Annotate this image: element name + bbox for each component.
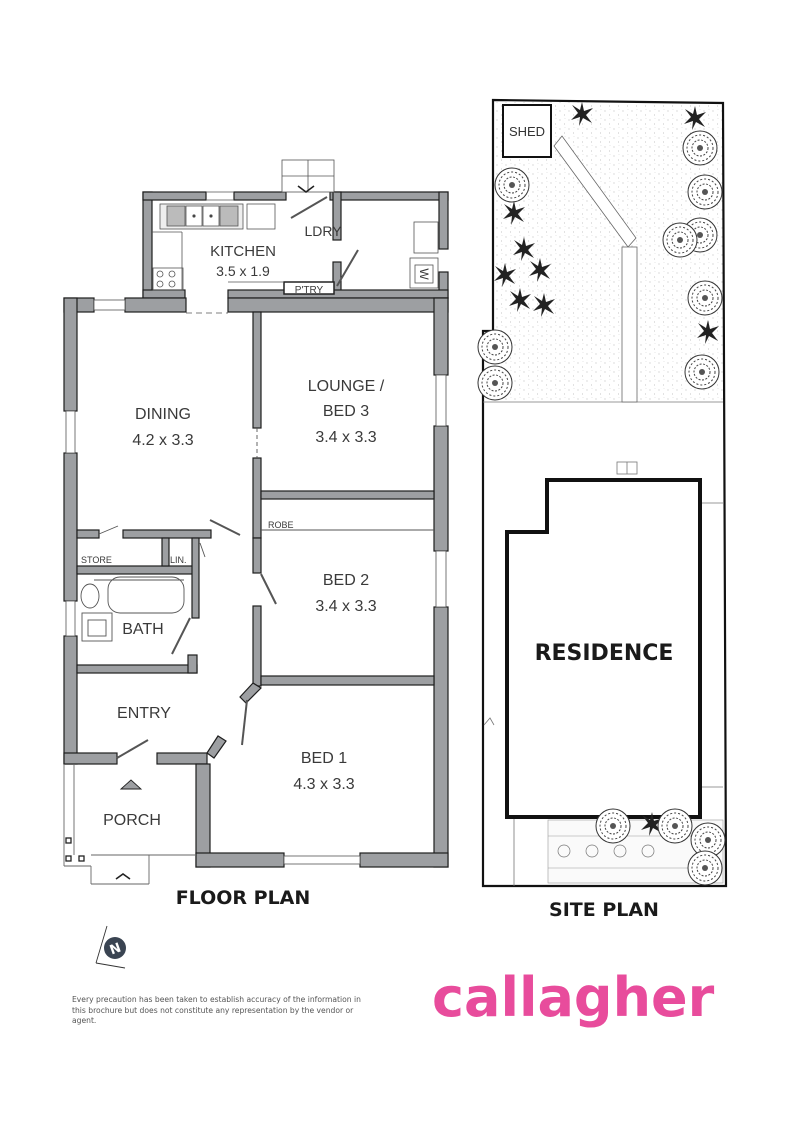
windows — [65, 299, 447, 865]
room-label-dining: DINING — [135, 406, 191, 423]
shed — [502, 104, 552, 158]
front-garden — [547, 808, 726, 886]
compass-icon — [104, 937, 126, 959]
room-label-linen: LIN. — [170, 555, 187, 565]
room-label-ldry: LDRY — [304, 223, 342, 239]
kitchen-fixtures — [152, 159, 439, 314]
room-label-bed3: BED 3 — [323, 403, 369, 420]
site-plan: SHED — [477, 98, 728, 921]
washer-label: W — [417, 268, 431, 280]
compass-north-label: N — [108, 940, 123, 958]
room-label-store: STORE — [81, 555, 112, 565]
room-label-entry: ENTRY — [117, 705, 171, 722]
disclaimer-text: Every precaution has been taken to estab… — [72, 995, 361, 1025]
shed-label: SHED — [509, 124, 545, 139]
room-label-bath: BATH — [122, 621, 163, 638]
main-walls — [63, 297, 449, 868]
site-plan-title: SITE PLAN — [549, 899, 659, 921]
north-compass: N — [95, 925, 126, 969]
garden-path — [553, 135, 638, 403]
room-label-lounge: LOUNGE / — [308, 378, 385, 395]
porch — [63, 764, 196, 885]
room-label-kitchen: KITCHEN — [210, 243, 276, 260]
room-dims-bed2: 3.4 x 3.3 — [315, 598, 376, 615]
room-label-bed2: BED 2 — [323, 572, 369, 589]
floor-plan-title: FLOOR PLAN — [176, 887, 311, 909]
room-dims-kitchen: 3.5 x 1.9 — [216, 263, 270, 279]
doors — [80, 428, 434, 759]
room-label-robe: ROBE — [268, 520, 294, 530]
residence-outline — [505, 478, 702, 819]
room-dims-lounge: 3.4 x 3.3 — [315, 429, 376, 446]
floor-plan: LDRY W P'TRY KITCHEN 3.5 x 1.9 — [63, 159, 449, 909]
residence-label: RESIDENCE — [535, 641, 674, 666]
room-label-pantry: P'TRY — [295, 285, 324, 296]
room-dims-bed1: 4.3 x 3.3 — [293, 776, 354, 793]
room-label-bed1: BED 1 — [301, 750, 347, 767]
room-label-porch: PORCH — [103, 812, 161, 829]
brand-logo: callagher — [432, 966, 715, 1029]
room-dims-dining: 4.2 x 3.3 — [132, 432, 193, 449]
